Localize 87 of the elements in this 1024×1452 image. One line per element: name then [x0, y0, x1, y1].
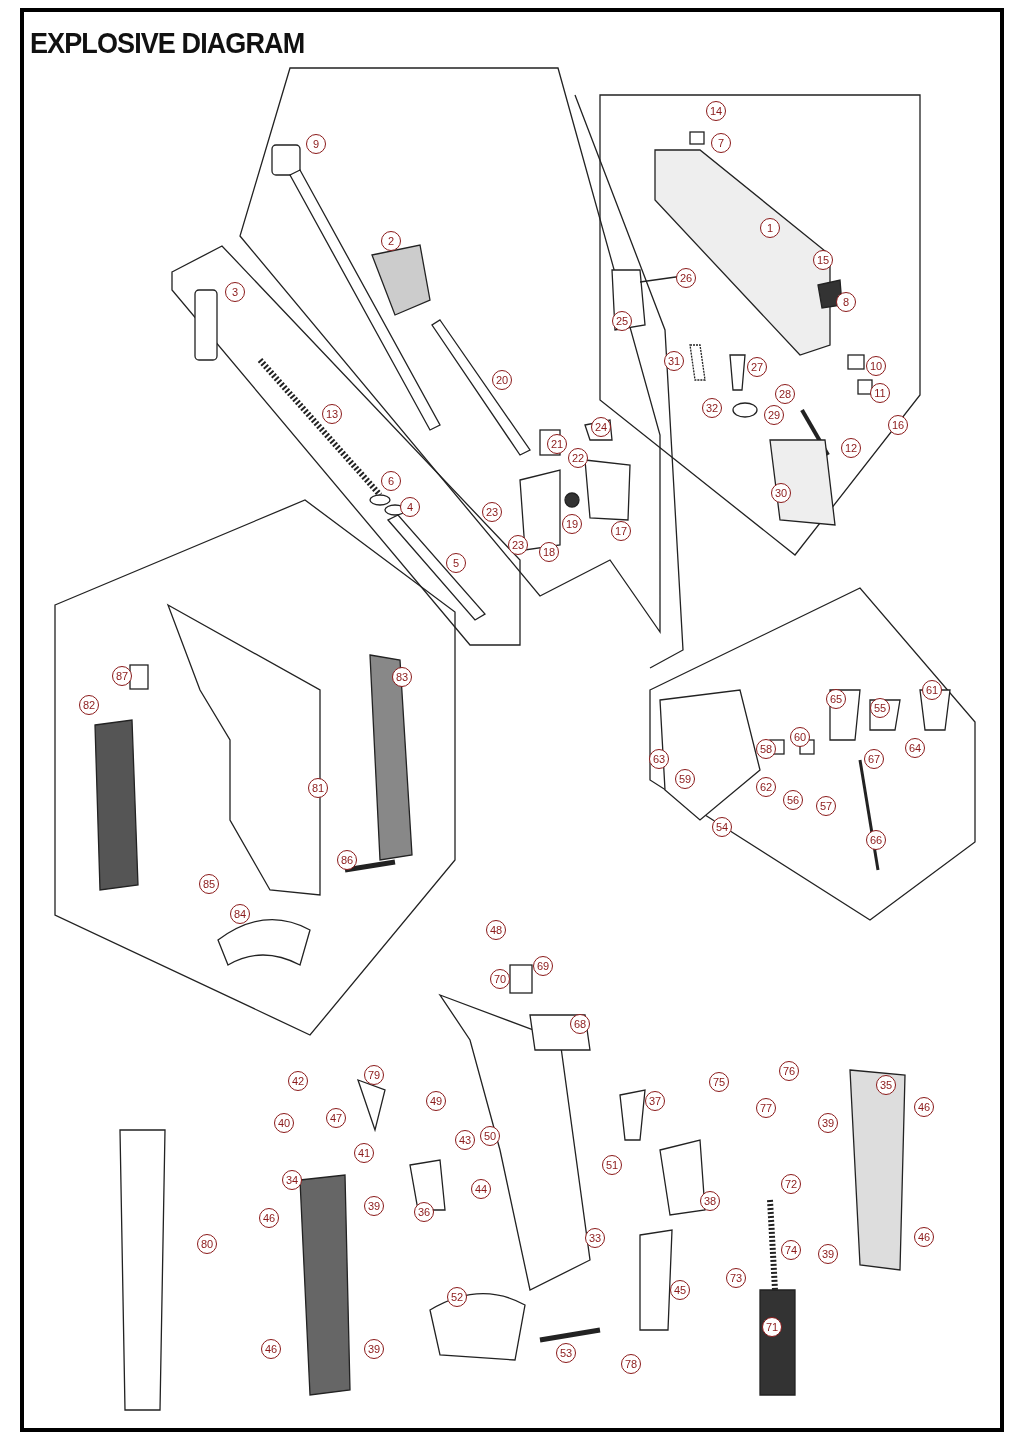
callout-number: 46 — [261, 1339, 281, 1359]
callout-number: 42 — [288, 1071, 308, 1091]
callout-number: 43 — [455, 1130, 475, 1150]
callout-number: 39 — [818, 1244, 838, 1264]
callout-number: 67 — [864, 749, 884, 769]
callout-number: 46 — [914, 1097, 934, 1117]
callout-number: 44 — [471, 1179, 491, 1199]
callout-number: 5 — [446, 553, 466, 573]
callout-number: 79 — [364, 1065, 384, 1085]
callout-number: 10 — [866, 356, 886, 376]
callout-number: 65 — [826, 689, 846, 709]
callout-number: 56 — [783, 790, 803, 810]
callout-number: 40 — [274, 1113, 294, 1133]
callout-number: 49 — [426, 1091, 446, 1111]
callout-number: 13 — [322, 404, 342, 424]
callout-number: 4 — [400, 497, 420, 517]
callout-number: 85 — [199, 874, 219, 894]
callout-number: 27 — [747, 357, 767, 377]
callout-number: 73 — [726, 1268, 746, 1288]
callout-number: 23 — [508, 535, 528, 555]
callout-number: 12 — [841, 438, 861, 458]
callout-number: 14 — [706, 101, 726, 121]
callout-number: 62 — [756, 777, 776, 797]
callout-number: 84 — [230, 904, 250, 924]
callout-number: 76 — [779, 1061, 799, 1081]
callout-number: 53 — [556, 1343, 576, 1363]
callout-number: 30 — [771, 483, 791, 503]
callout-number: 50 — [480, 1126, 500, 1146]
diagram-title: EXPLOSIVE DIAGRAM — [30, 28, 305, 58]
callout-number: 19 — [562, 514, 582, 534]
callout-number: 46 — [914, 1227, 934, 1247]
callout-number: 38 — [700, 1191, 720, 1211]
callout-number: 16 — [888, 415, 908, 435]
callout-number: 52 — [447, 1287, 467, 1307]
callout-number: 2 — [381, 231, 401, 251]
callout-number: 7 — [711, 133, 731, 153]
callout-number: 61 — [922, 680, 942, 700]
callout-number: 48 — [486, 920, 506, 940]
callout-number: 57 — [816, 796, 836, 816]
callout-number: 9 — [306, 134, 326, 154]
callout-number: 39 — [364, 1339, 384, 1359]
callout-number: 20 — [492, 370, 512, 390]
callout-number: 81 — [308, 778, 328, 798]
callout-number: 21 — [547, 434, 567, 454]
callout-number: 31 — [664, 351, 684, 371]
callout-number: 25 — [612, 311, 632, 331]
callout-number: 78 — [621, 1354, 641, 1374]
callout-number: 45 — [670, 1280, 690, 1300]
callout-number: 70 — [490, 969, 510, 989]
callout-number: 8 — [836, 292, 856, 312]
callout-number: 37 — [645, 1091, 665, 1111]
callout-number: 32 — [702, 398, 722, 418]
callout-number: 28 — [775, 384, 795, 404]
callout-number: 75 — [709, 1072, 729, 1092]
callout-number: 11 — [870, 383, 890, 403]
callout-number: 36 — [414, 1202, 434, 1222]
callout-number: 64 — [905, 738, 925, 758]
callout-number: 18 — [539, 542, 559, 562]
callout-number: 87 — [112, 666, 132, 686]
callout-number: 47 — [326, 1108, 346, 1128]
callout-number: 69 — [533, 956, 553, 976]
callout-number: 74 — [781, 1240, 801, 1260]
callout-number: 41 — [354, 1143, 374, 1163]
callout-number: 60 — [790, 727, 810, 747]
callout-number: 6 — [381, 471, 401, 491]
callout-number: 3 — [225, 282, 245, 302]
callout-number: 24 — [591, 417, 611, 437]
callout-number: 26 — [676, 268, 696, 288]
callout-number: 72 — [781, 1174, 801, 1194]
callout-number: 39 — [364, 1196, 384, 1216]
callout-number: 22 — [568, 448, 588, 468]
callout-number: 77 — [756, 1098, 776, 1118]
callout-number: 66 — [866, 830, 886, 850]
callout-number: 39 — [818, 1113, 838, 1133]
callout-number: 51 — [602, 1155, 622, 1175]
callout-number: 33 — [585, 1228, 605, 1248]
callout-number: 86 — [337, 850, 357, 870]
callout-number: 23 — [482, 502, 502, 522]
callout-number: 58 — [756, 739, 776, 759]
callout-number: 83 — [392, 667, 412, 687]
callout-number: 54 — [712, 817, 732, 837]
callout-number: 34 — [282, 1170, 302, 1190]
callout-number: 29 — [764, 405, 784, 425]
callout-number: 82 — [79, 695, 99, 715]
callout-number: 80 — [197, 1234, 217, 1254]
callout-number: 46 — [259, 1208, 279, 1228]
callout-number: 17 — [611, 521, 631, 541]
